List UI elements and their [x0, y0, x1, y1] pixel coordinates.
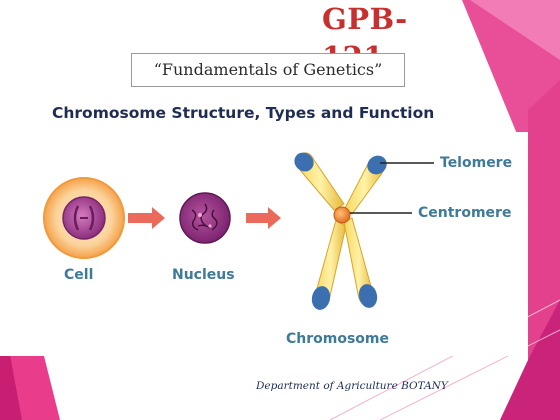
bg-shape-top-right-light: [470, 0, 560, 60]
chromosome-label: Chromosome: [286, 331, 390, 347]
cell-graphic: [43, 177, 125, 259]
telomere-cap: [311, 286, 331, 310]
nucleus-graphic: [179, 192, 231, 244]
nucleus-label: Nucleus: [172, 267, 235, 283]
subtitle: “Fundamentals of Genetics”: [131, 53, 405, 87]
cell-label: Cell: [64, 267, 94, 283]
telomere-label: Telomere: [440, 155, 513, 171]
bg-shape-right-bottom: [500, 300, 560, 420]
telomere-cap: [358, 284, 378, 308]
slide-heading: Chromosome Structure, Types and Function: [52, 104, 435, 122]
arrow-right-icon: [128, 207, 165, 229]
centromere-label: Centromere: [418, 205, 512, 221]
centromere-dot: [333, 206, 351, 224]
telomere-cap: [367, 155, 387, 175]
arrow-right-icon: [246, 207, 281, 229]
footer-department: Department of Agriculture BOTANY: [256, 380, 448, 392]
chromosome-graphic: [294, 152, 387, 310]
bg-line-2: [379, 329, 560, 420]
telomere-cap: [294, 152, 314, 172]
